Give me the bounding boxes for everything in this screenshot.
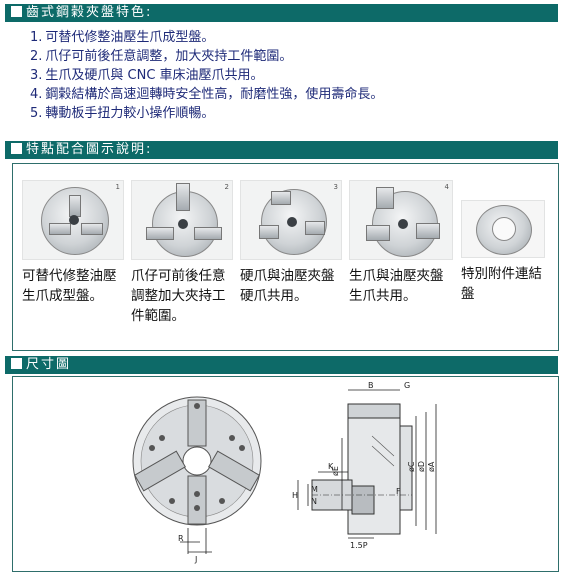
chuck-jaw [176,183,190,211]
chuck-jaw [259,225,279,239]
list-item: 3.生爪及硬爪與 CNC 車床油壓爪共用。 [30,68,264,83]
chuck-photo: 2 [131,180,233,260]
chuck-jaw [69,195,81,217]
section-title: 尺寸圖 [26,357,72,372]
chuck-jaw [271,191,291,205]
chuck-jaw [305,221,325,235]
adapter-plate-photo [461,200,545,258]
explain-panel [12,163,559,351]
square-bullet-icon [11,143,22,154]
feature-card-1: 1 可替代修整油壓生爪成型盤。 [22,180,124,306]
dim-label-b: B [368,381,374,390]
dim-label-m: M [311,485,318,494]
chuck-front-view: R J [132,396,262,564]
section-header-explain: 特點配合圖示說明: [5,141,558,159]
chuck-jaw [49,223,71,235]
dimension-panel [12,376,559,572]
chuck-bore [398,219,408,229]
dim-label-j: J [194,555,197,564]
chuck-jaw [146,227,174,240]
chuck-jaw [416,223,440,239]
square-bullet-icon [11,6,22,17]
chuck-jaw [376,187,394,209]
section-title: 特點配合圖示說明: [26,142,153,157]
dim-label-a: øA [427,461,436,472]
chuck-bore [178,219,188,229]
dim-label-p: 1.5P [350,541,368,550]
chuck-jaw [366,225,390,241]
chuck-bore [69,215,79,225]
dim-label-c: øC [407,461,416,472]
dim-label-n: N [311,497,317,506]
chuck-side-view: B G K H M N øE øC øD øA F 1.5P [292,381,437,550]
list-item: 5.轉動板手扭力較小操作順暢。 [30,106,215,121]
chuck-photo: 3 [240,180,342,260]
chuck-bore [287,217,297,227]
dim-label-f: F [396,487,401,496]
section-header-dimensions: 尺寸圖 [5,356,558,374]
card-caption: 硬爪與油壓夾盤硬爪共用。 [240,268,335,304]
feature-card-2: 2 爪仔可前後任意調整加大夾持工件範圍。 [131,180,233,326]
card-caption: 生爪與油壓夾盤生爪共用。 [349,268,444,304]
chuck-photo: 1 [22,180,124,260]
feature-card-4: 4 生爪與油壓夾盤生爪共用。 [349,180,453,306]
section-header-features: 齒式鋼榖夾盤特色: [5,4,558,22]
section-title: 齒式鋼榖夾盤特色: [26,5,153,20]
square-bullet-icon [11,358,22,369]
dimension-drawing: R J B G K H M N øE øC øD øA F 1.5P [132,381,437,564]
feature-card-5: 特別附件連結盤 [461,200,545,304]
card-caption: 爪仔可前後任意調整加大夾持工件範圍。 [131,268,226,324]
list-item: 2.爪仔可前後任意調整，加大夾持工件範圍。 [30,49,293,64]
dim-label-e: øE [331,466,340,476]
chuck-jaw [81,223,103,235]
chuck-photo: 4 [349,180,453,260]
card-caption: 特別附件連結盤 [461,266,542,302]
feature-card-3: 3 硬爪與油壓夾盤硬爪共用。 [240,180,342,306]
chuck-jaw [194,227,222,240]
dim-label-r: R [178,534,184,543]
header-tail [536,356,558,374]
dim-label-k: K [328,462,334,471]
list-item: 1.可替代修整油壓生爪成型盤。 [30,30,215,45]
adapter-bore [492,217,516,241]
feature-list: 1.可替代修整油壓生爪成型盤。 2.爪仔可前後任意調整，加大夾持工件範圍。 3.… [30,28,383,123]
dim-label-d: øD [417,461,426,472]
dim-label-g: G [404,381,410,390]
list-item: 4.鋼榖結構於高速迴轉時安全性高，耐磨性強，使用壽命長。 [30,87,384,102]
dim-label-h: H [292,491,298,500]
card-caption: 可替代修整油壓生爪成型盤。 [22,268,117,304]
